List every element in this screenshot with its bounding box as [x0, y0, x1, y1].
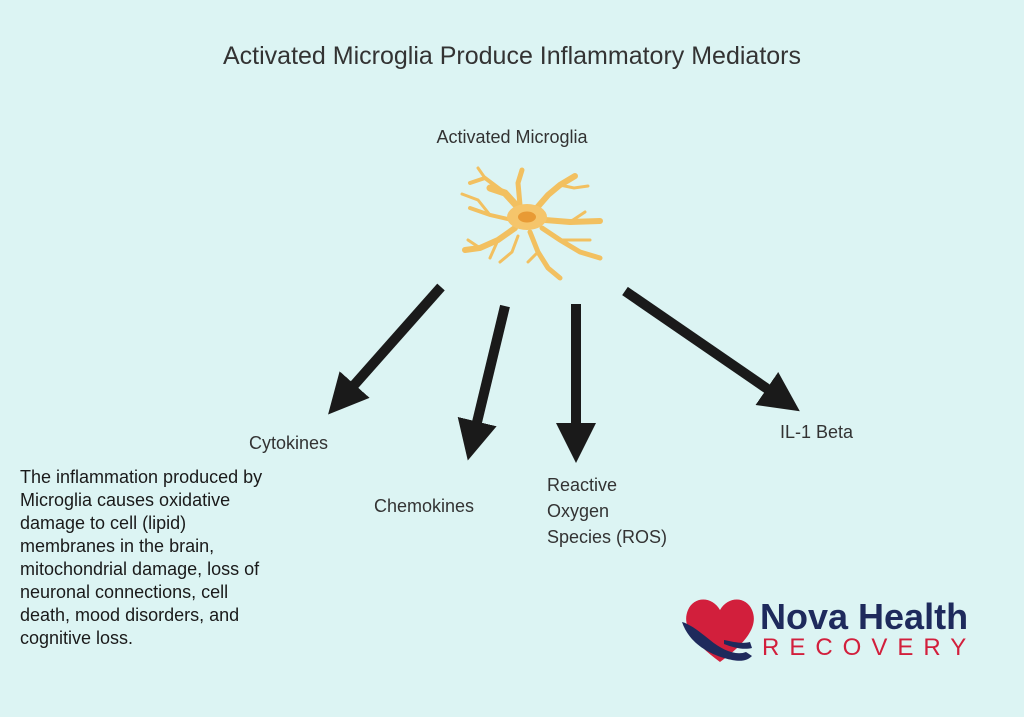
microglia-cell-icon: [460, 166, 603, 281]
diagram-title: Activated Microglia Produce Inflammatory…: [222, 42, 801, 70]
brand-name: Nova Health: [760, 596, 969, 637]
mediator-ros-line1: Reactive: [547, 475, 618, 495]
mediator-ros: Reactive Oxygen Species (ROS): [547, 472, 667, 550]
mediator-ros-line2: Oxygen: [547, 501, 610, 521]
arrow-to-cytokines: [328, 283, 445, 415]
arrow-to-il1-beta: [622, 286, 800, 412]
source-node-label: Activated Microglia: [436, 127, 588, 147]
mediator-cytokines: Cytokines: [249, 433, 329, 453]
arrow-to-chemokines: [457, 304, 510, 461]
brand-tagline: RECOVERY: [762, 634, 977, 661]
brand-heart-hand-icon: [682, 599, 754, 662]
description-text: The inflammation produced by Microglia c…: [20, 467, 263, 648]
mediator-ros-line3: Species (ROS): [547, 527, 668, 547]
mediator-il1-beta: IL-1 Beta: [780, 422, 854, 442]
cell-nucleus: [518, 211, 536, 223]
mediator-chemokines: Chemokines: [374, 496, 475, 516]
